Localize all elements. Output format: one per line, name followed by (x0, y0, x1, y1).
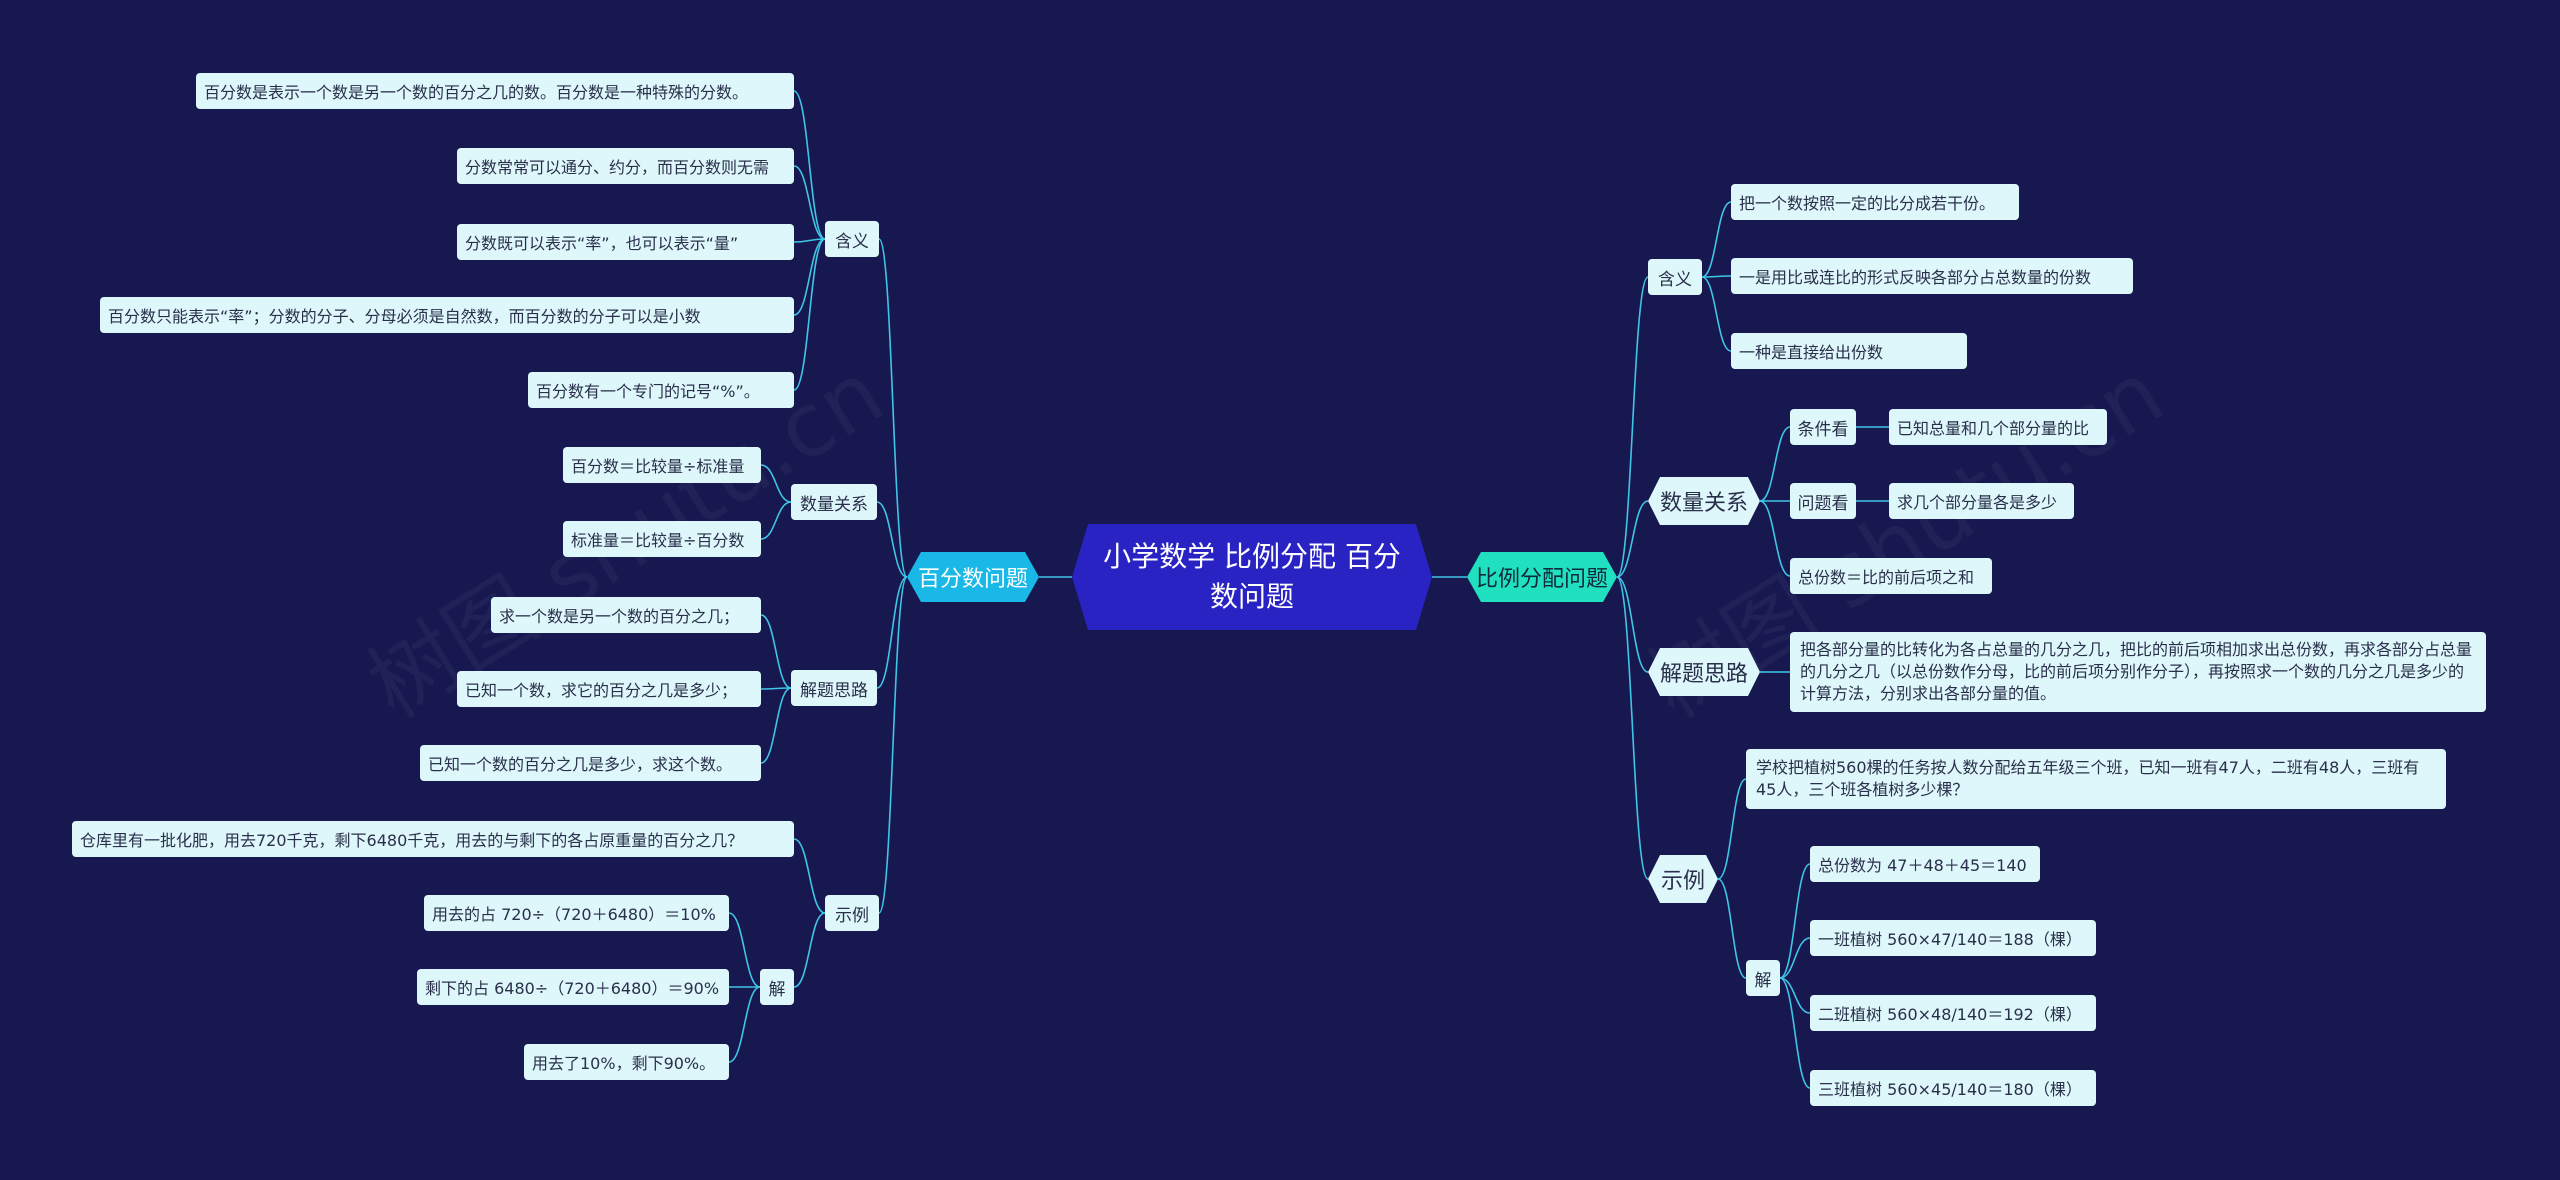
connector-line (760, 614, 792, 689)
right-quantity-topic[interactable]: 数量关系 (1648, 477, 1760, 525)
leaf-text: 百分数有一个专门的记号“%”。 (528, 372, 794, 408)
leaf-text: 标准量＝比较量÷百分数 (563, 521, 761, 557)
right-example-topic[interactable]: 示例 (1648, 855, 1718, 903)
left-solution-topic[interactable]: 解 (760, 969, 794, 1005)
solution-step: 二班植树 560×48/140＝192（棵） (1810, 995, 2096, 1031)
left-quantity-topic[interactable]: 数量关系 (791, 484, 877, 520)
leaf-text: 已知一个数，求它的百分之几是多少； (457, 671, 761, 707)
connector-line (793, 238, 826, 391)
example-question: 仓库里有一批化肥，用去720千克，剩下6480千克，用去的与剩下的各占原重量的百… (72, 821, 794, 857)
connector-line (1701, 276, 1732, 352)
leaf-text: 求一个数是另一个数的百分之几； (491, 597, 761, 633)
connector-line (760, 464, 792, 503)
connector-line (876, 576, 908, 689)
condition-topic[interactable]: 条件看 (1790, 409, 1856, 445)
connector-line (1717, 778, 1747, 880)
leaf-text: 已知一个数的百分之几是多少，求这个数。 (420, 745, 761, 781)
root-topic[interactable]: 小学数学 比例分配 百分数问题 (1072, 524, 1432, 630)
connector-line (1779, 977, 1811, 1089)
leaf-text: 总份数＝比的前后项之和 (1790, 558, 1992, 594)
leaf-text: 分数既可以表示“率”，也可以表示“量” (457, 224, 794, 260)
leaf-text: 分数常常可以通分、约分，而百分数则无需 (457, 148, 794, 184)
left-example-topic[interactable]: 示例 (825, 895, 879, 931)
connector-line (876, 501, 908, 578)
connector-line (760, 687, 792, 764)
branch-percentage-problems[interactable]: 百分数问题 (907, 552, 1039, 602)
solution-step: 一班植树 560×47/140＝188（棵） (1810, 920, 2096, 956)
connector-line (1616, 576, 1649, 880)
branch-proportional-distribution[interactable]: 比例分配问题 (1467, 552, 1617, 602)
connector-line (728, 986, 761, 1063)
connector-line (1779, 863, 1811, 979)
leaf-text: 已知总量和几个部分量的比 (1889, 409, 2107, 445)
connector-line (793, 912, 826, 988)
solution-step: 剩下的占 6480÷（720＋6480）＝90% (417, 969, 729, 1005)
left-approach-topic[interactable]: 解题思路 (791, 670, 877, 706)
leaf-text: 求几个部分量各是多少 (1889, 483, 2074, 519)
solution-step: 用去的占 720÷（720＋6480）＝10% (424, 895, 729, 931)
connector-line (793, 165, 826, 240)
connector-line (793, 238, 826, 316)
right-solution-topic[interactable]: 解 (1746, 960, 1780, 996)
leaf-text: 把一个数按照一定的比分成若干份。 (1731, 184, 2019, 220)
solution-step: 总份数为 47＋48＋45＝140 (1810, 846, 2040, 882)
leaf-text: 百分数＝比较量÷标准量 (563, 447, 761, 483)
leaf-text: 百分数只能表示“率”；分数的分子、分母必须是自然数，而百分数的分子可以是小数 (100, 297, 794, 333)
connector-line (1779, 937, 1811, 979)
connector-line (760, 501, 792, 540)
connector-line (1701, 275, 1732, 278)
connector-line (760, 687, 792, 690)
connector-line (1701, 201, 1732, 278)
connector-line (878, 238, 908, 578)
right-meaning-topic[interactable]: 含义 (1648, 259, 1702, 295)
approach-text: 把各部分量的比转化为各占总量的几分之几，把比的前后项相加求出总份数，再求各部分占… (1790, 632, 2486, 712)
connector-line (793, 838, 826, 914)
connector-line (1616, 576, 1649, 673)
solution-step: 三班植树 560×45/140＝180（棵） (1810, 1070, 2096, 1106)
leaf-text: 一种是直接给出份数 (1731, 333, 1967, 369)
connector-line (1759, 500, 1791, 577)
connector-line (1779, 977, 1811, 1014)
leaf-text: 百分数是表示一个数是另一个数的百分之几的数。百分数是一种特殊的分数。 (196, 73, 794, 109)
connector-line (793, 90, 826, 240)
connector-line (1616, 500, 1649, 578)
solution-step: 用去了10%，剩下90%。 (524, 1044, 729, 1080)
example-question: 学校把植树560棵的任务按人数分配给五年级三个班，已知一班有47人，二班有48人… (1746, 749, 2446, 809)
connector-line (793, 238, 826, 243)
right-approach-topic[interactable]: 解题思路 (1648, 648, 1760, 696)
left-meaning-topic[interactable]: 含义 (825, 221, 879, 257)
connector-line (1717, 878, 1747, 979)
connector-line (878, 576, 908, 914)
connector-line (1616, 276, 1649, 578)
question-topic[interactable]: 问题看 (1790, 483, 1856, 519)
connector-line (1759, 426, 1791, 502)
connector-line (728, 912, 761, 988)
leaf-text: 一是用比或连比的形式反映各部分占总数量的份数 (1731, 258, 2133, 294)
